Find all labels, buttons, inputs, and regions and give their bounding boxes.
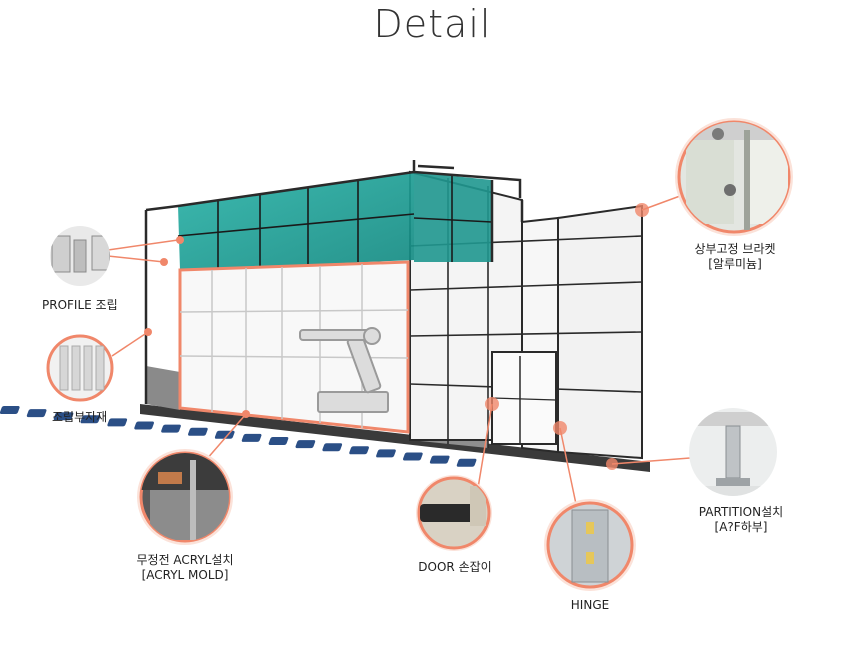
assembly-parts-image bbox=[46, 334, 114, 402]
page-title: Detail bbox=[373, 2, 492, 46]
callout-dots bbox=[144, 203, 649, 470]
floor-foot bbox=[295, 440, 316, 449]
door-handle-image bbox=[416, 475, 492, 551]
acryl-label: 무정전 ACRYL설치 [ACRYL MOLD] bbox=[136, 553, 234, 582]
hinge-label: HINGE bbox=[570, 598, 610, 612]
floor-foot bbox=[241, 433, 262, 442]
floor-foot bbox=[161, 424, 181, 433]
floor-foot bbox=[349, 446, 369, 455]
floor-foot bbox=[429, 455, 450, 464]
floor-foot bbox=[188, 427, 208, 436]
top-frame bbox=[144, 160, 524, 404]
profile-label: PROFILE 조립 bbox=[42, 298, 118, 312]
top-bracket-image bbox=[675, 118, 793, 236]
floor-foot bbox=[107, 418, 128, 427]
floor-foot bbox=[376, 449, 396, 458]
floor-foot bbox=[268, 437, 289, 445]
floor-foot bbox=[0, 406, 20, 414]
floor-foot bbox=[80, 415, 101, 424]
top-bracket-label: 상부고정 브라켓 [알루미늄] bbox=[694, 242, 776, 271]
teal-canopy bbox=[177, 172, 493, 270]
floor-base bbox=[0, 404, 650, 472]
assembly-parts-label: 조립부자재 bbox=[52, 410, 108, 424]
partition-label: PARTITION설치 [A?F하부] bbox=[698, 505, 784, 534]
acryl-detail-image bbox=[137, 449, 233, 545]
partition-image bbox=[689, 408, 777, 496]
floor-foot bbox=[456, 458, 477, 467]
hinge-image bbox=[544, 499, 636, 591]
door-handle-label: DOOR 손잡이 bbox=[418, 560, 492, 574]
acrylic-room bbox=[178, 260, 410, 434]
profile-detail-image bbox=[50, 226, 110, 286]
floor-foot bbox=[53, 412, 74, 421]
floor-foot bbox=[402, 452, 423, 461]
floor-foot bbox=[26, 409, 47, 418]
floor-foot bbox=[134, 421, 154, 430]
floor-foot bbox=[322, 443, 343, 452]
